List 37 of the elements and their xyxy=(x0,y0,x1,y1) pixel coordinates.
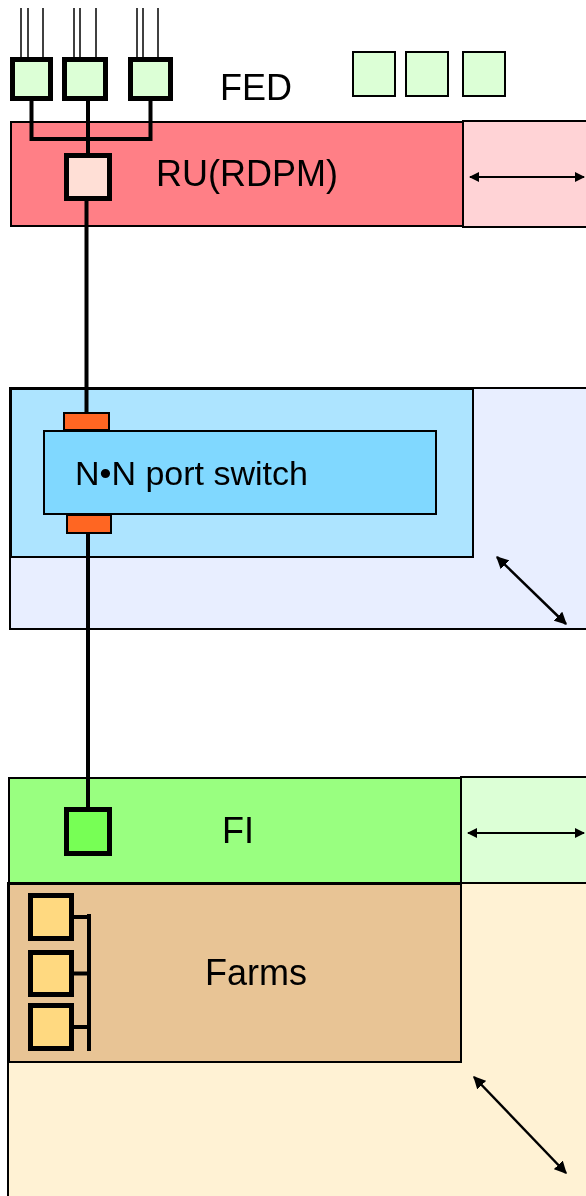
module-label: FED xyxy=(220,70,292,106)
module-box xyxy=(352,51,396,97)
band-label: FI xyxy=(222,812,254,849)
fi-band xyxy=(8,777,462,884)
connector-line xyxy=(74,915,87,919)
connector-line xyxy=(74,971,87,976)
connector-line xyxy=(86,534,90,807)
module-box xyxy=(462,51,506,97)
module-box xyxy=(62,57,108,101)
bus-bar xyxy=(87,914,91,1051)
input-line xyxy=(79,7,81,58)
farm-node-box xyxy=(28,893,74,941)
switch-box xyxy=(43,430,437,515)
module-box xyxy=(405,51,449,97)
input-line xyxy=(20,7,22,58)
band-label: RU(RDPM) xyxy=(156,156,338,192)
switch-label: N•N port switch xyxy=(75,455,308,490)
input-line xyxy=(95,7,97,58)
module-box xyxy=(128,57,173,101)
band-label: Farms xyxy=(205,955,307,991)
port-box xyxy=(63,412,110,431)
module-box xyxy=(10,57,53,101)
farm-node-box xyxy=(28,1003,74,1051)
farm-node-box xyxy=(28,950,74,997)
farms-band xyxy=(8,883,462,1063)
input-line xyxy=(42,7,44,58)
input-line xyxy=(142,7,144,58)
input-line xyxy=(27,7,29,58)
connector-line xyxy=(74,1025,87,1029)
input-line xyxy=(157,7,159,58)
port-box xyxy=(66,514,112,534)
module-box xyxy=(64,153,112,201)
connector-line xyxy=(84,201,89,412)
ru-band xyxy=(10,121,464,227)
module-box xyxy=(64,807,112,856)
input-line xyxy=(136,7,138,58)
input-line xyxy=(73,7,75,58)
